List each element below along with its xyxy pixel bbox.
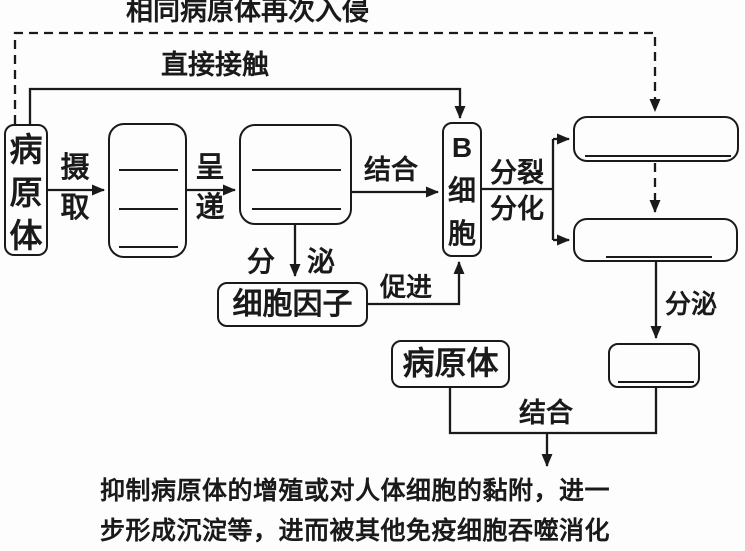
footer-line-2: 步形成沉淀等，进而被其他免疫细胞吞噬消化 <box>100 517 611 545</box>
phagocyte-blank-box <box>108 123 187 258</box>
b-cell-label: B细胞 <box>447 132 476 249</box>
cytokine-label: 细胞因子 <box>232 288 353 321</box>
divide-branch-stem <box>482 139 555 240</box>
blank-line <box>252 208 341 211</box>
antigen-presenting-blank-box <box>239 124 352 225</box>
bind-junction <box>448 388 658 435</box>
direct-contact-arrow <box>28 87 466 124</box>
blank-line <box>119 246 178 249</box>
bind-antigen-label: 结合 <box>364 155 418 185</box>
blank-line <box>119 208 178 211</box>
promote-label: 促进 <box>380 272 433 302</box>
blank-line <box>618 381 694 384</box>
secrete-cytokine-label: 分泌 <box>247 246 368 277</box>
reinvasion-dashed-arrow <box>13 31 661 124</box>
blank-line <box>585 155 731 158</box>
reinvasion-label: 相同病原体再次入侵 <box>126 0 369 26</box>
blank-line <box>119 169 178 172</box>
pathogen-bottom-box: 病原体 <box>391 340 510 388</box>
promote-arrow <box>368 261 465 306</box>
blank-line <box>252 169 341 172</box>
blank-line <box>606 256 712 259</box>
differentiate-label: 分化 <box>490 194 544 224</box>
pathogen-left-label: 病原体 <box>9 131 43 254</box>
footer-line-1: 抑制病原体的增殖或对人体细胞的黏附，进一 <box>100 477 611 505</box>
antibody-blank-box <box>608 343 700 388</box>
plasma-cell-blank-box <box>573 218 738 262</box>
b-cell-box: B细胞 <box>442 122 482 257</box>
memory-cell-blank-box <box>573 116 739 162</box>
uptake-label: 摄取 <box>60 152 90 224</box>
pathogen-left-box: 病原体 <box>4 124 48 256</box>
present-label: 呈递 <box>195 152 225 224</box>
secrete-antibody-label: 分泌 <box>665 289 718 319</box>
divide-label: 分裂 <box>490 158 544 188</box>
direct-contact-label: 直接接触 <box>161 50 269 80</box>
cytokine-box: 细胞因子 <box>217 282 368 327</box>
pathogen-bottom-label: 病原体 <box>402 345 499 381</box>
bind-antibody-label: 结合 <box>519 398 573 428</box>
